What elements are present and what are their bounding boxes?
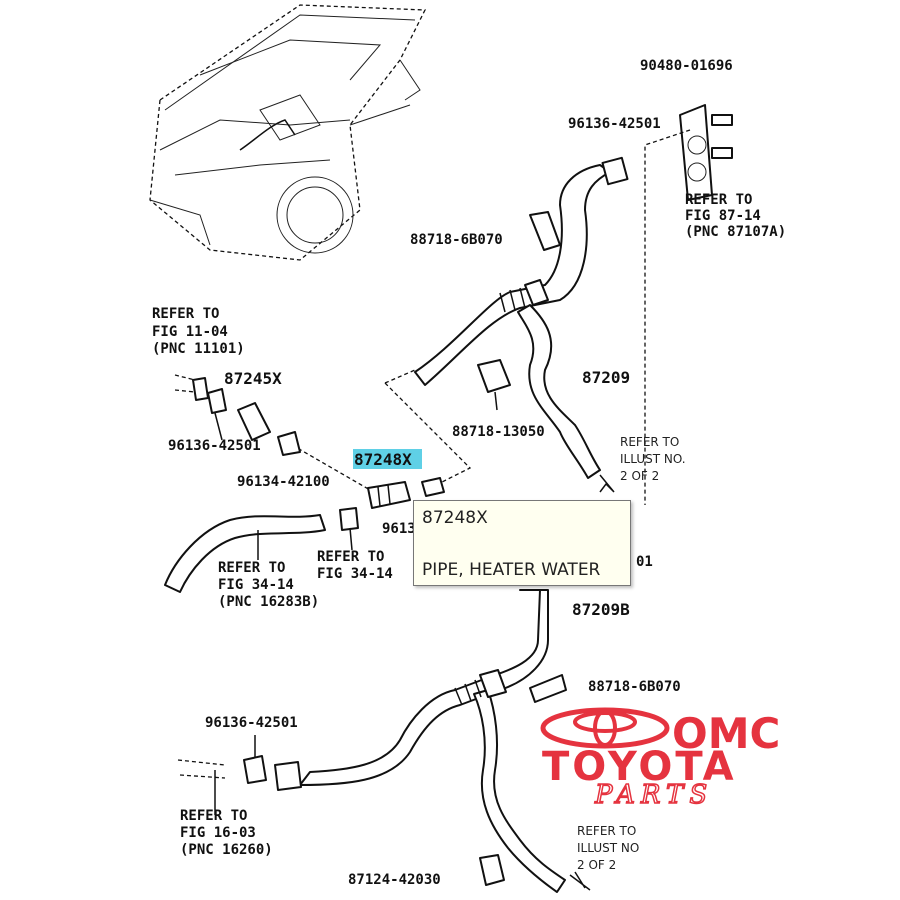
label-88718-13050[interactable]: 88718-13050 (452, 424, 545, 440)
upper-hose-assembly (414, 156, 629, 479)
refer-illust-top-line3: 2 OF 2 (620, 469, 659, 483)
label-90480-01696[interactable]: 90480-01696 (640, 58, 733, 74)
lower-hose-assembly (177, 589, 591, 893)
refer-16-03-line2[interactable]: FIG 16-03 (180, 825, 256, 841)
leader-dash-1 (384, 369, 416, 384)
refer-illust-top-line1: REFER TO (620, 435, 679, 449)
refer-87-14-line1: REFER TO (685, 192, 752, 208)
left-hose-assembly (164, 507, 359, 593)
leader-dash-3 (291, 444, 371, 491)
arrow-to-illust-top (599, 474, 615, 493)
leader-dash-2 (384, 382, 472, 489)
refer-34-14-a-line2[interactable]: FIG 34-14 (218, 577, 294, 593)
refer-34-14-a-line1: REFER TO (218, 560, 285, 576)
refer-34-14-b-line2[interactable]: FIG 34-14 (317, 566, 393, 582)
refer-16-03-line3: (PNC 16260) (180, 842, 273, 858)
label-87245x[interactable]: 87245X (224, 369, 282, 388)
refer-illust-bottom-line2[interactable]: ILLUST NO (577, 841, 639, 855)
label-96136-42501-top[interactable]: 96136-42501 (568, 116, 661, 132)
clamp-88718-13050 (477, 359, 511, 411)
omc-toyota-parts-logo: OMC TOYOTA PARTS (540, 707, 780, 811)
left-fitting-parts (174, 374, 301, 456)
refer-illust-bottom-line1: REFER TO (577, 824, 636, 838)
label-96134-42100[interactable]: 96134-42100 (237, 474, 330, 490)
watermark-parts: PARTS (594, 780, 713, 810)
label-87124-42030[interactable]: 87124-42030 (348, 872, 441, 888)
watermark-toyota: TOYOTA (542, 744, 737, 790)
refer-34-14-b-line1: REFER TO (317, 549, 384, 565)
label-87248x[interactable]: 87248X (354, 450, 412, 469)
refer-11-04-line3: (PNC 11101) (152, 341, 245, 357)
refer-illust-top-line2[interactable]: ILLUST NO. (620, 452, 686, 466)
refer-11-04-line1: REFER TO (152, 306, 219, 322)
label-01-partial[interactable]: 01 (636, 554, 653, 570)
label-87209b[interactable]: 87209B (572, 600, 630, 619)
highlight-87248x (353, 449, 422, 469)
refer-34-14-a-line3: (PNC 16283B) (218, 594, 319, 610)
part-tooltip: 87248X PIPE, HEATER WATER (413, 500, 631, 586)
heater-unit-flange (644, 104, 733, 505)
tooltip-part-name: PIPE, HEATER WATER (422, 560, 601, 580)
refer-16-03-line1: REFER TO (180, 808, 247, 824)
label-88718-6b070-top[interactable]: 88718-6B070 (410, 232, 503, 248)
label-96136-42501-mid[interactable]: 96136-42501 (168, 438, 261, 454)
label-88718-6b070-bottom[interactable]: 88718-6B070 (588, 679, 681, 695)
toyota-emblem-center-ring (593, 709, 617, 747)
vehicle-outline-illustration (149, 4, 427, 261)
watermark-omc: OMC (672, 709, 780, 758)
part-labels: 90480-01696 96136-42501 REFER TO FIG 87-… (152, 58, 786, 888)
toyota-emblem-icon (540, 707, 670, 749)
refer-87-14-line3: (PNC 87107A) (685, 224, 786, 240)
pipe-87248x (367, 477, 445, 509)
refer-11-04-line2[interactable]: FIG 11-04 (152, 324, 228, 340)
tooltip-part-number: 87248X (422, 508, 488, 528)
toyota-emblem-inner-ring (573, 711, 637, 733)
refer-illust-bottom-line3: 2 OF 2 (577, 858, 616, 872)
refer-87-14-line2[interactable]: FIG 87-14 (685, 208, 761, 224)
label-87209[interactable]: 87209 (582, 368, 630, 387)
label-96136-42501-bottom[interactable]: 96136-42501 (205, 715, 298, 731)
label-9613-partial[interactable]: 9613 (382, 521, 416, 537)
